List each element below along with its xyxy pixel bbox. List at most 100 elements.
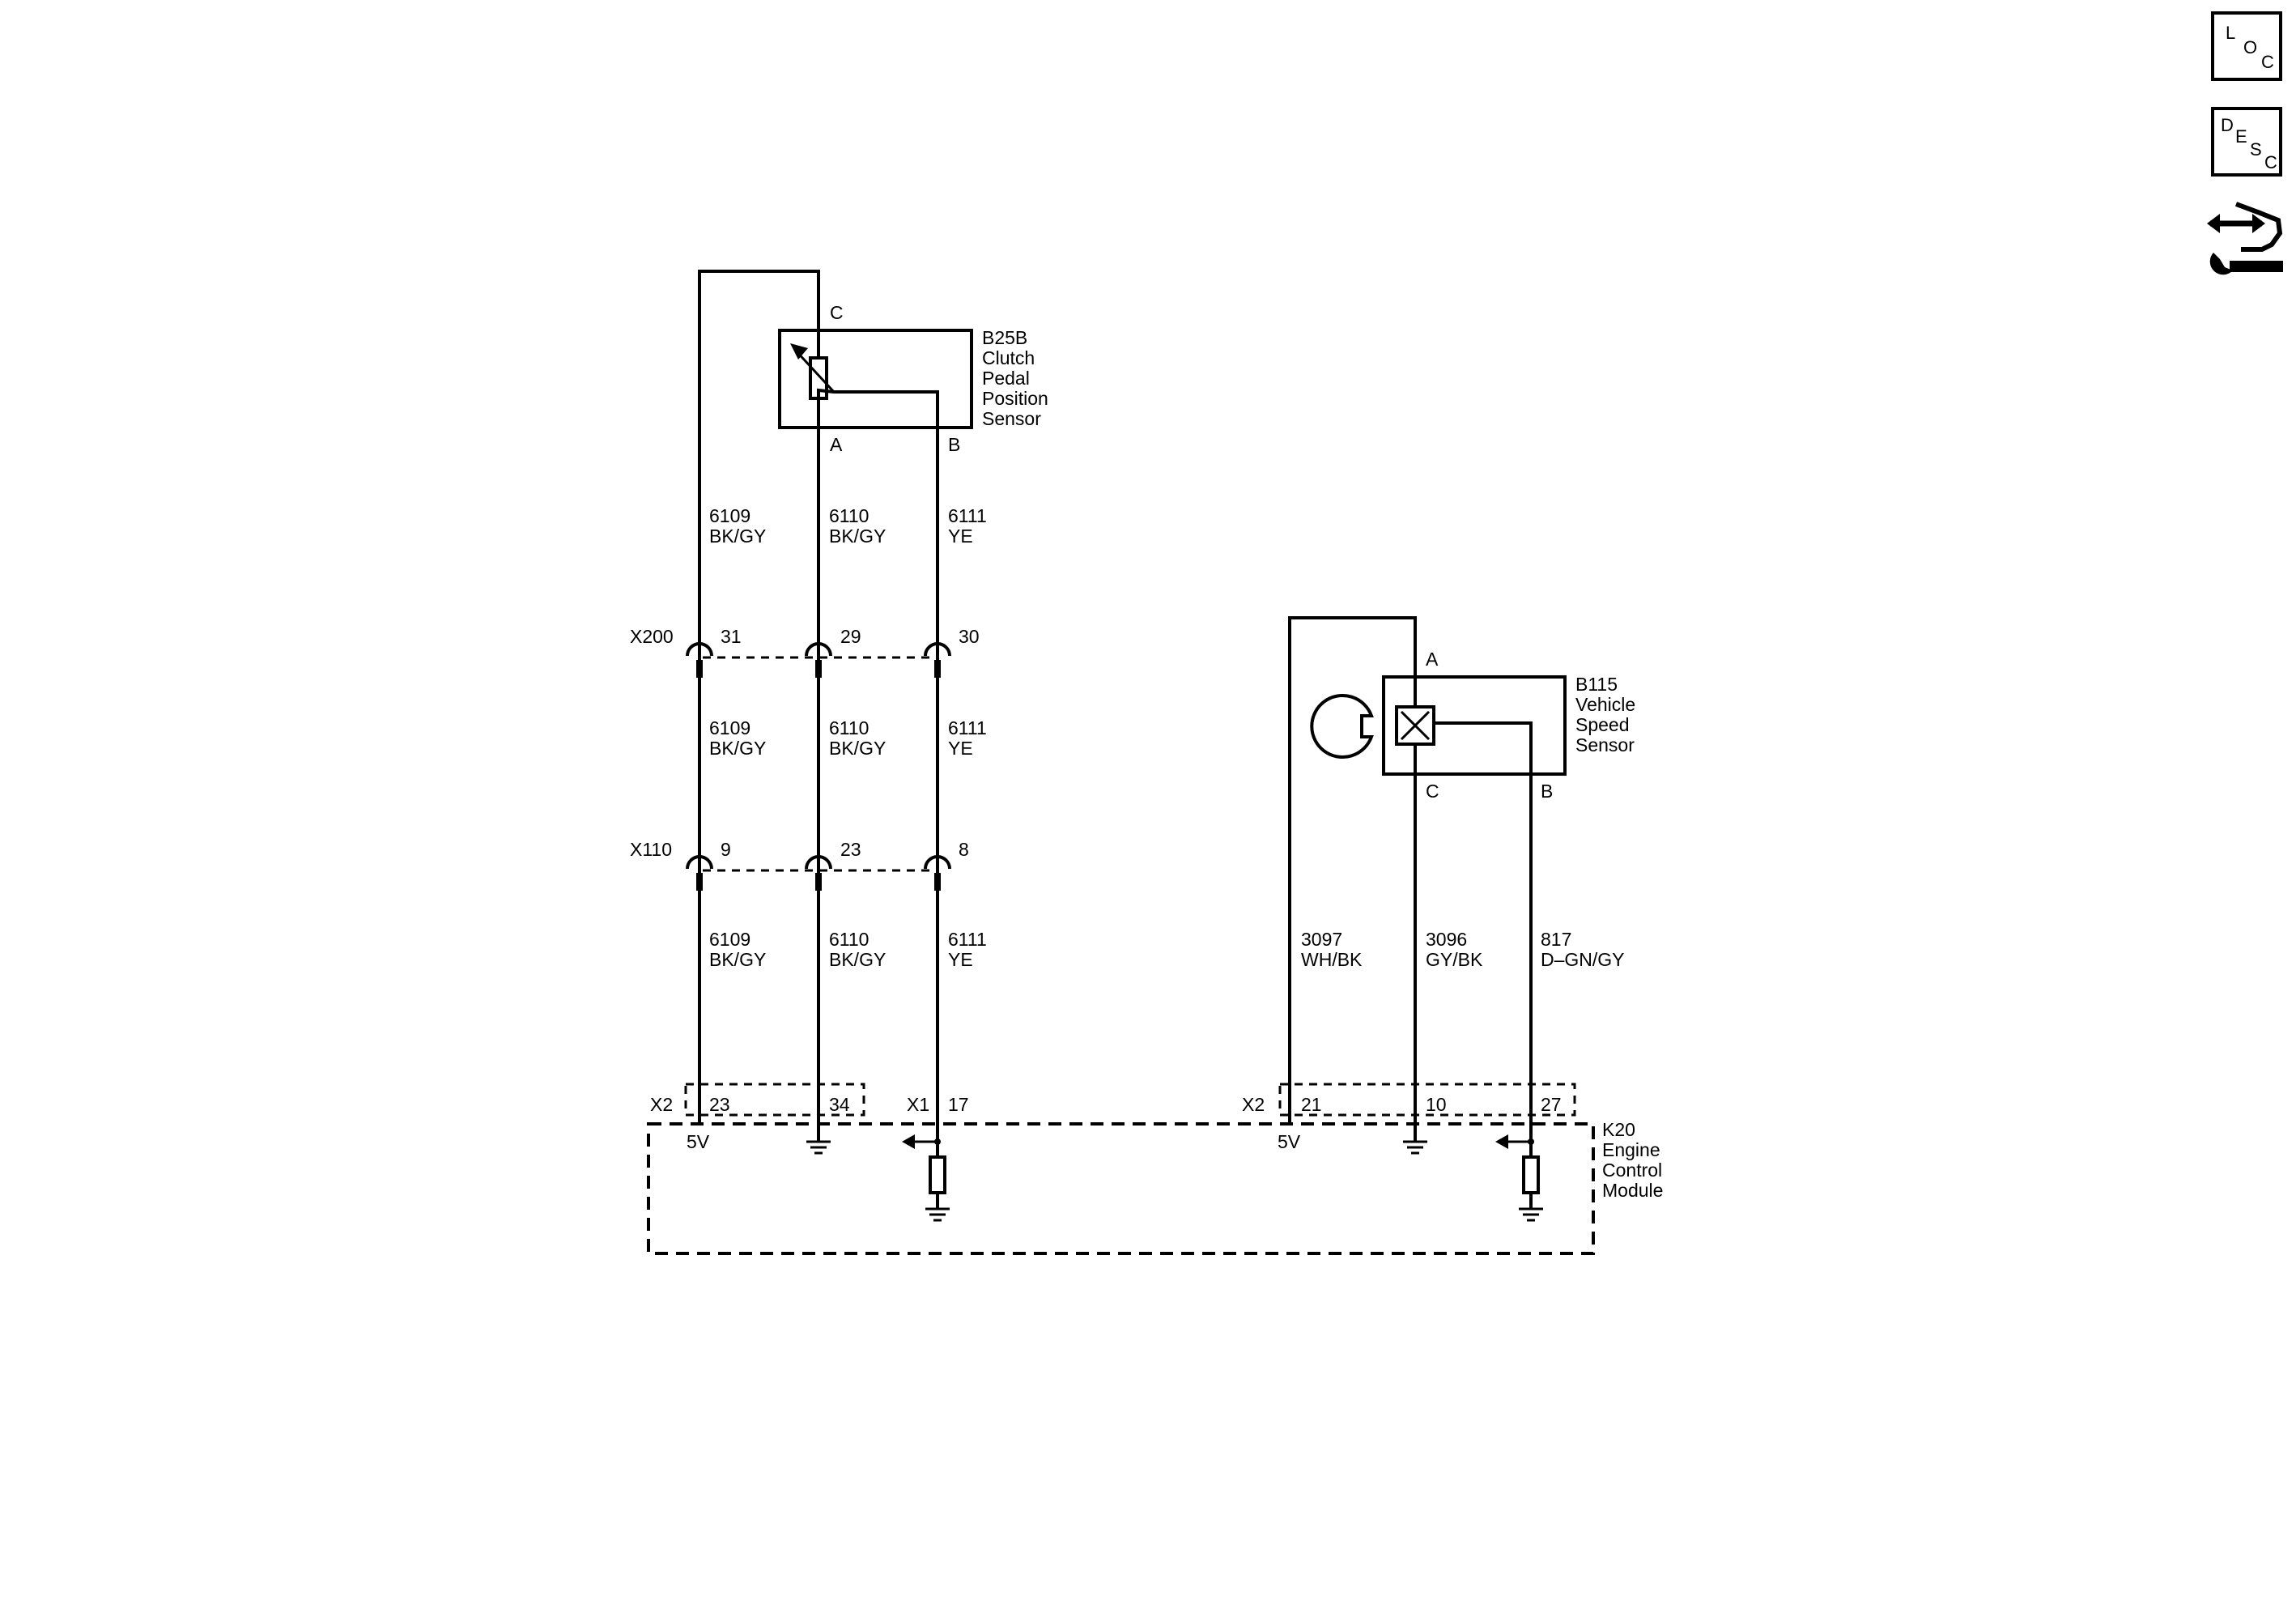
wire-label: BK/GY [709,949,766,970]
b115-name-1: Vehicle [1575,694,1635,715]
loc-letter-o: O [2243,37,2258,57]
ground-icon [1403,1124,1427,1155]
desc-letter-c: C [2264,152,2277,172]
b25b-pin-b: B [948,434,960,455]
engine-control-module: X2 23 34 X1 17 X2 21 10 27 5V 5V [647,1083,1663,1255]
desc-letter-e: E [2235,126,2247,147]
wire-label: D–GN/GY [1541,949,1625,970]
b115-name-3: Sensor [1575,734,1635,755]
b115-pin-a: A [1426,649,1439,670]
ecm-pin: 34 [829,1094,850,1115]
wire-label: 6111 [948,505,987,526]
tone-wheel-icon [1310,694,1374,759]
ecm-boundary [647,1122,1595,1255]
x110-label: X110 [630,839,672,860]
left-wire-labels: 6109 BK/GY 6110 BK/GY 6111 YE 6109 BK/GY… [709,505,987,970]
wire-label: YE [948,526,973,547]
arrow-left-icon [1495,1134,1508,1149]
description-button[interactable]: D E S C [2211,107,2282,177]
wire-label: 3097 [1301,929,1342,950]
wire-label: 6110 [829,505,869,526]
wire-label: BK/GY [829,526,886,547]
signal-input-pin-17 [902,1124,950,1222]
sensor-b115-box [1382,675,1567,776]
wire-label: BK/GY [709,526,766,547]
b115-ref: B115 [1575,674,1618,695]
potentiometer-wiper [793,348,835,394]
wiper-to-pin-b [817,388,939,428]
connector-wrench-icon[interactable] [2205,196,2286,285]
wire-label: 6109 [709,505,750,526]
desc-letter-d: D [2221,115,2234,135]
ecm-name-2: Control [1602,1160,1662,1181]
ecm-left-connector [684,1083,865,1117]
x110-pin: 9 [721,839,731,860]
b25b-ref: B25B [982,327,1027,348]
ecm-pin: 21 [1301,1094,1322,1115]
wire-label: BK/GY [829,738,886,759]
ecm-5v-left: 5V [687,1131,710,1152]
ecm-pin: 17 [948,1094,969,1115]
wire-label: 6111 [948,717,987,738]
wire-label: 6110 [829,929,869,950]
wire-label: YE [948,738,973,759]
x200-pin: 31 [721,626,742,647]
wire-label: 6109 [709,929,750,950]
sensor-b25b-box [778,329,973,429]
left-wires [698,270,939,1128]
wire-3097 [1288,616,1417,1124]
ground-icon [806,1124,831,1155]
x200-pin: 29 [840,626,861,647]
b25b-name-2: Pedal [982,368,1030,389]
wire-label: 3096 [1426,929,1467,950]
x200-label: X200 [630,626,674,647]
ecm-x2-right-label: X2 [1242,1094,1265,1115]
ecm-ref: K20 [1602,1119,1635,1140]
wire-label: BK/GY [709,738,766,759]
sensor-to-pin-b [1434,721,1533,774]
location-button[interactable]: L O C [2211,11,2282,81]
ecm-pin: 10 [1426,1094,1447,1115]
b25b-name-4: Sensor [982,408,1041,429]
x110-pin: 23 [840,839,861,860]
wire-label: 6111 [948,929,987,950]
b115-pin-b: B [1541,781,1553,802]
ecm-name-1: Engine [1602,1139,1660,1160]
right-wire-labels: 3097 WH/BK 3096 GY/BK 817 D–GN/GY [1301,929,1625,970]
b25b-pin-a: A [830,434,843,455]
loc-letter-l: L [2226,23,2236,43]
ecm-x2-left-label: X2 [650,1094,673,1115]
wire-label: YE [948,949,973,970]
ecm-pin: 27 [1541,1094,1562,1115]
ecm-name-3: Module [1602,1180,1663,1201]
wire-label: GY/BK [1426,949,1483,970]
wire-label: WH/BK [1301,949,1363,970]
right-wires [1288,616,1533,1128]
b115-name-2: Speed [1575,714,1630,735]
b25b-pin-c: C [830,302,844,323]
wire-label: BK/GY [829,949,886,970]
ecm-x1-label: X1 [907,1094,929,1115]
wire-label: 6110 [829,717,869,738]
vehicle-speed-sensor: A C B B115 Vehicle Speed Sensor [1310,649,1635,802]
x110-pin: 8 [959,839,969,860]
ecm-right-connector [1278,1083,1576,1117]
signal-input-pin-27 [1495,1124,1543,1222]
wire-label: 817 [1541,929,1571,950]
clutch-pedal-position-sensor: C A B B25B Clutch Pedal Position Sensor [778,302,1048,455]
arrow-left-icon [902,1134,915,1149]
ecm-pin: 23 [709,1094,730,1115]
ecm-5v-right: 5V [1278,1131,1301,1152]
x200-pin: 30 [959,626,980,647]
loc-letter-c: C [2261,52,2274,72]
b25b-name-1: Clutch [982,347,1035,368]
b25b-name-3: Position [982,388,1048,409]
wiper-arrow-icon [790,343,808,360]
wire-label: 6109 [709,717,750,738]
connector-x110: X110 9 23 8 [630,839,969,891]
connector-x200: X200 31 29 30 [630,626,980,678]
resistor-symbol [929,1155,946,1194]
resistor-symbol [1522,1155,1540,1194]
b115-pin-c: C [1426,781,1439,802]
